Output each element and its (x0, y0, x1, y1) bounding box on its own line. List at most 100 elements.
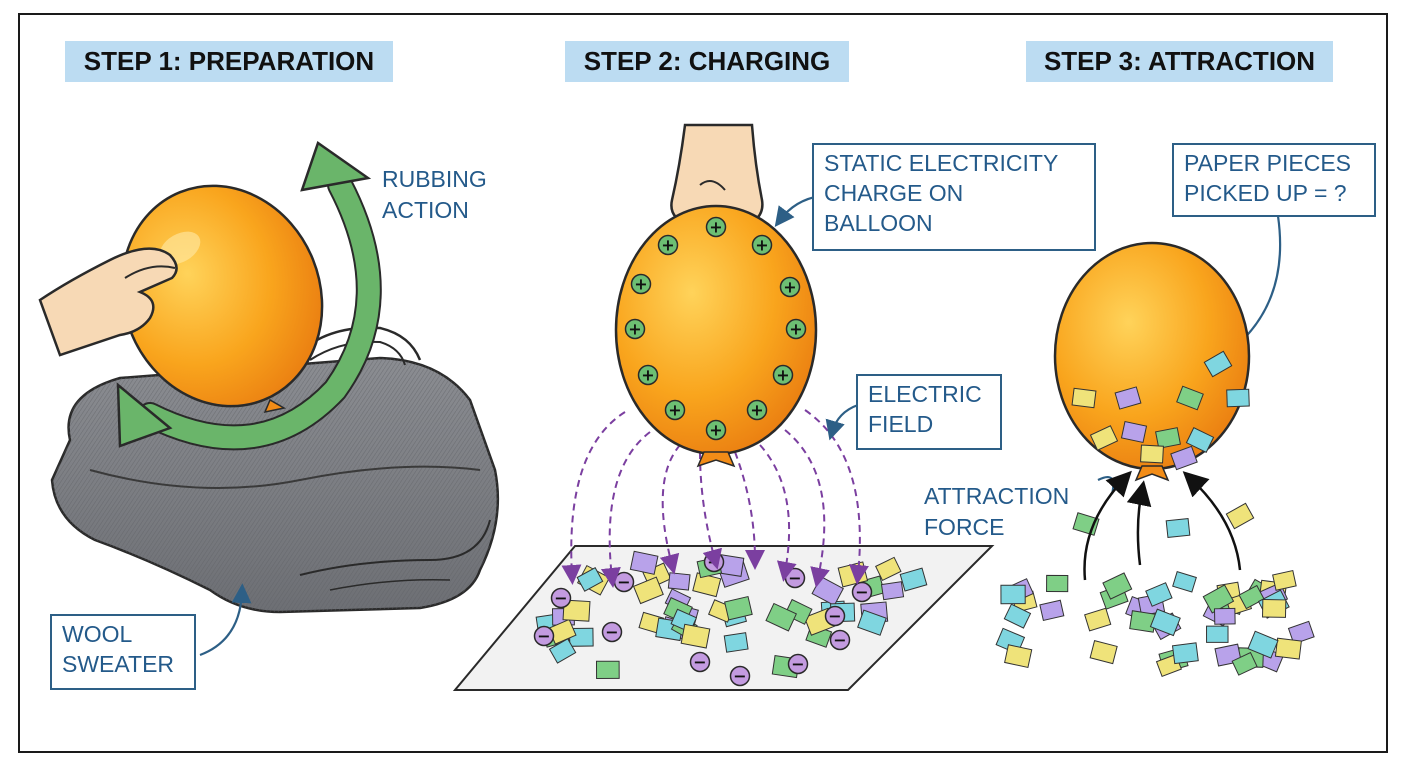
balloon-step1 (120, 184, 324, 414)
paper-bit (723, 632, 749, 653)
paper-bit (1176, 385, 1204, 411)
paper-bit (1225, 502, 1255, 530)
svg-text:−: − (605, 623, 618, 642)
positive-charge: + (637, 364, 659, 386)
paper-bit (1185, 426, 1215, 454)
paper-bit (1287, 620, 1315, 645)
svg-text:−: − (828, 607, 841, 626)
svg-text:−: − (554, 589, 567, 608)
svg-text:+: + (709, 218, 722, 237)
svg-text:−: − (788, 569, 801, 588)
positive-charge: + (624, 318, 646, 340)
positive-charge: + (785, 318, 807, 340)
paper-bit (1213, 607, 1236, 625)
paper-bit (1071, 387, 1097, 409)
paper-bit (680, 623, 711, 649)
svg-text:+: + (661, 236, 674, 255)
positive-charge: + (657, 234, 679, 256)
paper-bit (1206, 625, 1229, 643)
paper-bit (1238, 584, 1265, 610)
rubbing-action-label: RUBBING ACTION (382, 166, 487, 223)
paper-bit (1274, 637, 1302, 660)
paper-bit (1165, 517, 1191, 539)
paper-bit (784, 598, 813, 625)
rubbing-arrow-icon (116, 141, 382, 451)
balloon-step2 (614, 204, 818, 468)
paper-bit (1170, 445, 1198, 471)
positive-charge: + (772, 364, 794, 386)
diagram-frame (18, 13, 1388, 753)
negative-charge: − (784, 567, 806, 589)
paper-bit (1089, 640, 1118, 665)
svg-text:−: − (617, 573, 630, 592)
step-2-title: STEP 2: CHARGING (565, 41, 849, 82)
paper-bit (595, 660, 620, 679)
svg-text:+: + (668, 401, 681, 420)
electric-field-lines (561, 409, 869, 588)
paper-bit (1102, 572, 1133, 600)
paper-bit (1226, 388, 1250, 408)
svg-text:−: − (693, 653, 706, 672)
paper-bit (1272, 569, 1297, 591)
positive-charge: + (664, 399, 686, 421)
paper-bit (562, 599, 591, 622)
negative-charge: − (703, 551, 725, 573)
negative-charge: − (689, 651, 711, 673)
attraction-force-label: ATTRACTION FORCE (924, 483, 1070, 540)
paper-bit (1145, 582, 1173, 607)
paper-bit (880, 581, 905, 601)
paper-pieces-callout: PAPER PIECES PICKED UP = ? (1172, 143, 1376, 217)
electric-field-callout: ELECTRIC FIELD (856, 374, 1002, 450)
negative-charge: − (824, 605, 846, 627)
svg-text:−: − (791, 655, 804, 674)
paper-bit (857, 609, 887, 636)
positive-charge: + (705, 216, 727, 238)
negative-charge: − (550, 587, 572, 609)
paper-bit (667, 572, 691, 591)
positive-charge: + (630, 273, 652, 295)
paper-bit (1114, 386, 1142, 410)
step-3-title: STEP 3: ATTRACTION (1026, 41, 1333, 82)
svg-text:+: + (755, 236, 768, 255)
paper-bit (1155, 427, 1181, 449)
positive-charges: + + + + + + + + + + + + (624, 216, 807, 441)
negative-charge: − (533, 625, 555, 647)
paper-bit (1140, 444, 1164, 464)
svg-text:+: + (628, 320, 641, 339)
svg-text:+: + (783, 278, 796, 297)
svg-text:+: + (750, 401, 763, 420)
paper-bit (1000, 584, 1026, 605)
negative-charge: − (601, 621, 623, 643)
positive-charge: + (746, 399, 768, 421)
paper-bit (899, 567, 928, 592)
paper-bit (632, 576, 664, 605)
svg-text:−: − (733, 667, 746, 686)
paper-bit (1039, 599, 1065, 622)
paper-bit (1046, 574, 1069, 593)
paper-bit (1247, 630, 1279, 659)
svg-text:+: + (709, 421, 722, 440)
paper-bit (1171, 642, 1199, 665)
paper-bit (1203, 350, 1233, 378)
paper-bits-step3 (995, 350, 1315, 678)
positive-charge: + (705, 419, 727, 441)
paper-bit (548, 638, 577, 664)
negative-charge: − (851, 581, 873, 603)
negative-charge: − (613, 571, 635, 593)
paper-bit (1231, 651, 1258, 676)
hand-step1-icon (38, 247, 178, 357)
paper-bit (1084, 607, 1112, 632)
paper-bit (724, 595, 753, 621)
paper-bit (629, 550, 659, 575)
static-charge-callout: STATIC ELECTRICITY CHARGE ON BALLOON (812, 143, 1096, 251)
svg-text:−: − (537, 627, 550, 646)
negative-charge: − (787, 653, 809, 675)
svg-text:+: + (641, 366, 654, 385)
paper-bit (1089, 425, 1119, 451)
paper-bit (1003, 603, 1032, 629)
svg-text:−: − (855, 583, 868, 602)
svg-text:+: + (789, 320, 802, 339)
svg-text:−: − (833, 631, 846, 650)
negative-charge: − (829, 629, 851, 651)
